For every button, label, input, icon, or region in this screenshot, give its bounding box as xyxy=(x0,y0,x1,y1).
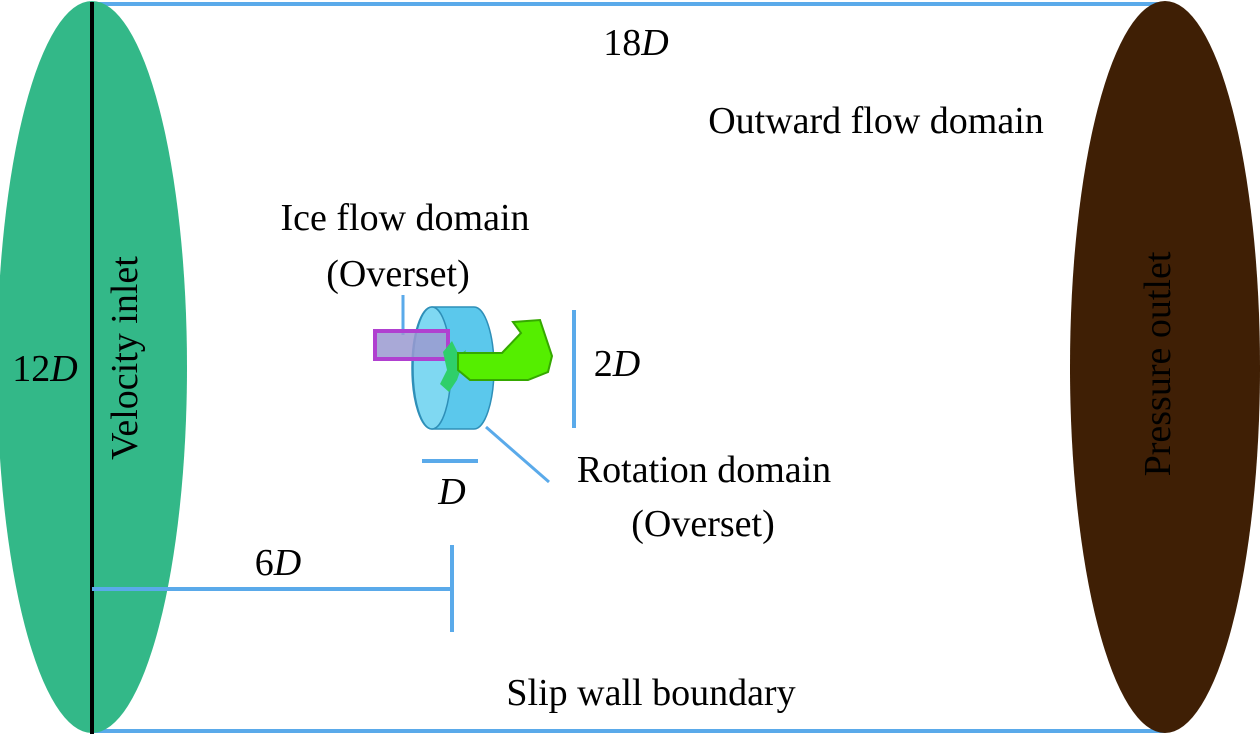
outward-flow-label: Outward flow domain xyxy=(708,100,1044,142)
velocity-inlet-label: Velocity inlet xyxy=(104,256,146,460)
length-label: 18D xyxy=(603,22,668,64)
slip-wall-label: Slip wall boundary xyxy=(506,672,795,714)
ice-flow-domain-box xyxy=(373,329,450,361)
ice-domain-label-line2: (Overset) xyxy=(326,253,469,295)
propeller-model xyxy=(373,306,554,430)
height-label: 12D xyxy=(12,348,77,390)
pressure-outlet-label: Pressure outlet xyxy=(1137,251,1179,476)
width-label: D xyxy=(437,471,465,513)
propeller-blades xyxy=(440,341,466,392)
rotation-domain-label-line1: Rotation domain xyxy=(577,449,831,491)
pressure-outlet-ellipse xyxy=(1070,1,1260,733)
rotation-domain-label-line2: (Overset) xyxy=(631,503,774,545)
distance-label: 6D xyxy=(255,542,301,584)
diameter-label: 2D xyxy=(594,343,640,385)
pod-strut xyxy=(457,318,554,381)
ice-domain-label-line1: Ice flow domain xyxy=(280,197,529,239)
rotation-domain-face xyxy=(412,306,452,430)
rotation-domain-leader xyxy=(485,425,550,484)
